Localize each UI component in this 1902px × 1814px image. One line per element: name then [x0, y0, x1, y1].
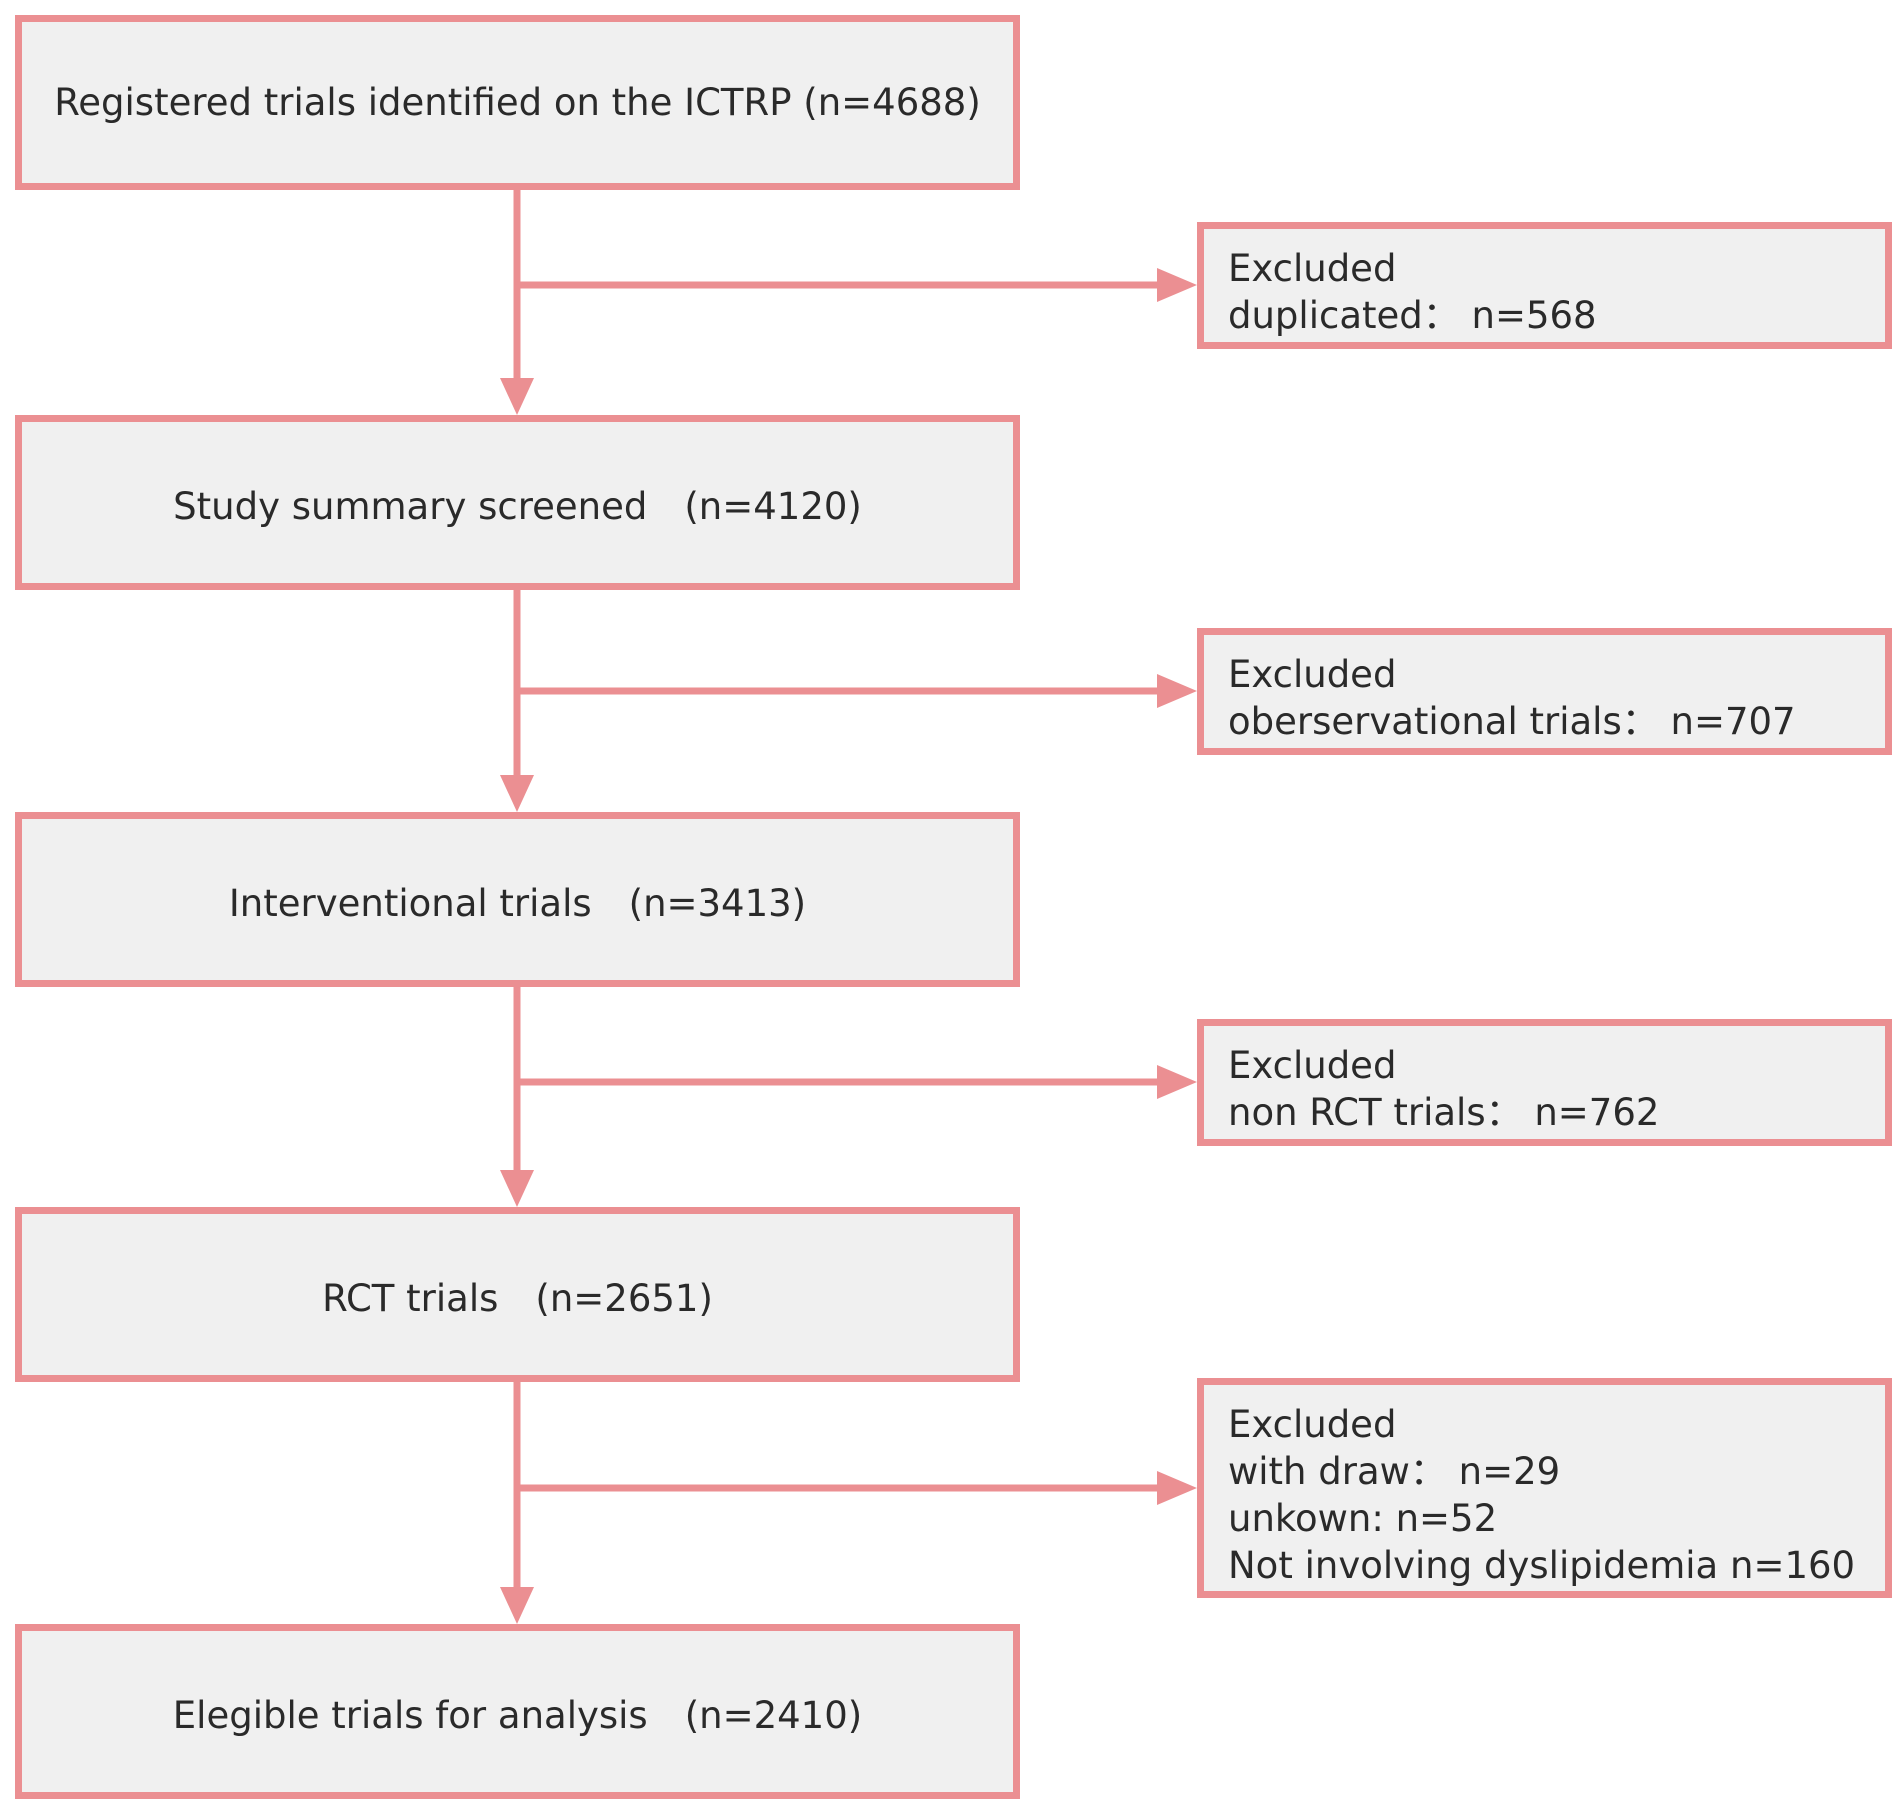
arrow-head-down [500, 1170, 534, 1207]
exclusion-box-non-rct: Excluded non RCT trials： n=762 [1197, 1019, 1892, 1146]
step-box-rct: RCT trials (n=2651) [15, 1207, 1020, 1382]
exclusion-line: non RCT trials： n=762 [1228, 1091, 1660, 1134]
exclusion-box-observational: Excluded oberservational trials： n=707 [1197, 628, 1892, 755]
exclusion-line: Not involving dyslipidemia n=160 [1228, 1544, 1856, 1587]
arrow-connectors [513, 190, 1160, 1594]
step-label: Interventional trials (n=3413) [228, 881, 807, 925]
exclusion-box-duplicated: Excluded duplicated： n=568 [1197, 222, 1892, 349]
step-box-identified: Registered trials identified on the ICTR… [15, 15, 1020, 190]
step-box-screened: Study summary screened (n=4120) [15, 415, 1020, 590]
exclusion-title: Excluded [1228, 247, 1397, 290]
arrow-heads [500, 268, 1197, 1624]
exclusion-title: Excluded [1228, 1044, 1397, 1087]
step-label: Study summary screened (n=4120) [173, 484, 862, 528]
exclusion-line: with draw： n=29 [1228, 1450, 1561, 1493]
arrow-head-down [500, 775, 534, 812]
step-label: Registered trials identified on the ICTR… [54, 81, 981, 124]
arrow-head-right [1157, 1065, 1197, 1099]
arrow-head-right [1157, 674, 1197, 708]
exclusion-title: Excluded [1228, 653, 1397, 696]
arrow-head-down [500, 378, 534, 415]
arrow-head-down [500, 1587, 534, 1624]
exclusion-line: duplicated： n=568 [1228, 294, 1597, 337]
step-label: RCT trials (n=2651) [322, 1276, 713, 1320]
step-box-interventional: Interventional trials (n=3413) [15, 812, 1020, 987]
exclusion-line: unkown: n=52 [1228, 1497, 1498, 1540]
step-label: Elegible trials for analysis (n=2410) [172, 1693, 863, 1737]
exclusion-line: oberservational trials： n=707 [1228, 700, 1796, 743]
exclusion-box-other: Excluded with draw： n=29 unkown: n=52 No… [1197, 1378, 1892, 1598]
arrow-head-right [1157, 1471, 1197, 1505]
step-box-eligible: Elegible trials for analysis (n=2410) [15, 1624, 1020, 1799]
exclusion-title: Excluded [1228, 1403, 1397, 1446]
arrow-head-right [1157, 268, 1197, 302]
